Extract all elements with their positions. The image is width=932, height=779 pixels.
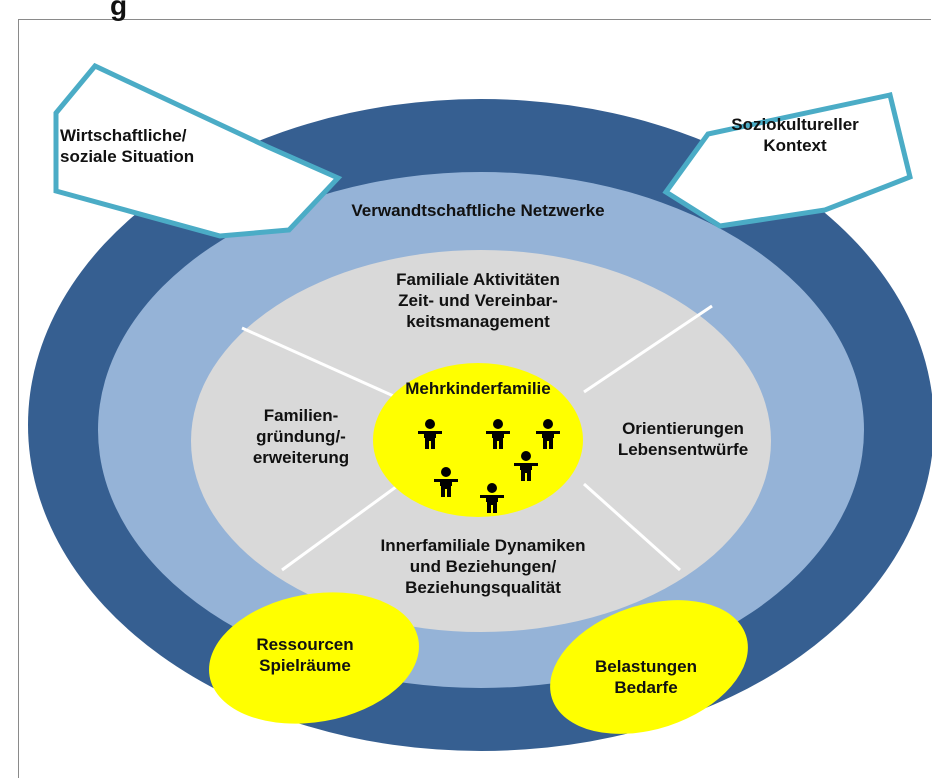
person-icon <box>418 419 442 449</box>
label-line: Wirtschaftliche/ <box>60 126 187 145</box>
segment-right-label: Orientierungen Lebensentwürfe <box>598 418 768 460</box>
segment-left-label: Familien- gründung/- erweiterung <box>226 405 376 468</box>
person-icon <box>536 419 560 449</box>
person-icon <box>486 419 510 449</box>
person-icon <box>434 467 458 497</box>
segment-dividers <box>241 304 713 572</box>
label-line: Zeit- und Vereinbar- <box>398 291 558 310</box>
label-line: Ressourcen <box>256 635 354 654</box>
label-line: Kontext <box>763 136 827 155</box>
burdens-oval <box>550 600 748 734</box>
label-line: Familiale Aktivitäten <box>396 270 560 289</box>
label-line: Belastungen <box>594 657 698 676</box>
middle-ring-label: Verwandtschaftliche Netzwerke <box>351 201 605 220</box>
label-line: keitsmanagement <box>406 312 550 331</box>
label-line: erweiterung <box>252 448 350 467</box>
segment-top-label: Familiale Aktivitäten Zeit- und Vereinba… <box>348 269 608 332</box>
divider-top-left <box>241 326 399 400</box>
right-arrow-label: Soziokultureller Kontext <box>712 114 878 156</box>
person-icon <box>480 483 504 513</box>
people-icons <box>418 419 560 513</box>
label-line: Lebensentwürfe <box>617 440 749 459</box>
header-fragment: g <box>110 0 128 21</box>
label-line: Familien- <box>263 406 339 425</box>
resources-oval <box>209 592 419 724</box>
label-line: Soziokultureller <box>731 115 859 134</box>
label-line: gründung/- <box>256 427 346 446</box>
label-line: Orientierungen <box>622 419 744 438</box>
divider-top-right <box>583 304 713 394</box>
person-icon <box>514 451 538 481</box>
left-context-arrow <box>53 62 343 239</box>
center-label: Mehrkinderfamilie <box>405 379 551 398</box>
divider-bottom-left <box>281 482 401 572</box>
frame <box>18 19 931 778</box>
segment-bottom-label: Innerfamiliale Dynamiken und Beziehungen… <box>348 535 618 598</box>
label-line: Innerfamiliale Dynamiken <box>380 536 586 555</box>
label-line: soziale Situation <box>60 147 195 166</box>
label-line: und Beziehungen/ <box>409 557 557 576</box>
burdens-label: Belastungen Bedarfe <box>571 656 721 698</box>
label-line: Spielräume <box>259 656 351 675</box>
left-arrow-label: Wirtschaftliche/ soziale Situation <box>60 125 194 167</box>
resources-label: Ressourcen Spielräume <box>230 634 380 676</box>
label-line: Bedarfe <box>614 678 678 697</box>
divider-bottom-right <box>582 482 682 572</box>
right-context-arrow <box>662 92 913 229</box>
label-line: Beziehungsqualität <box>405 578 561 597</box>
